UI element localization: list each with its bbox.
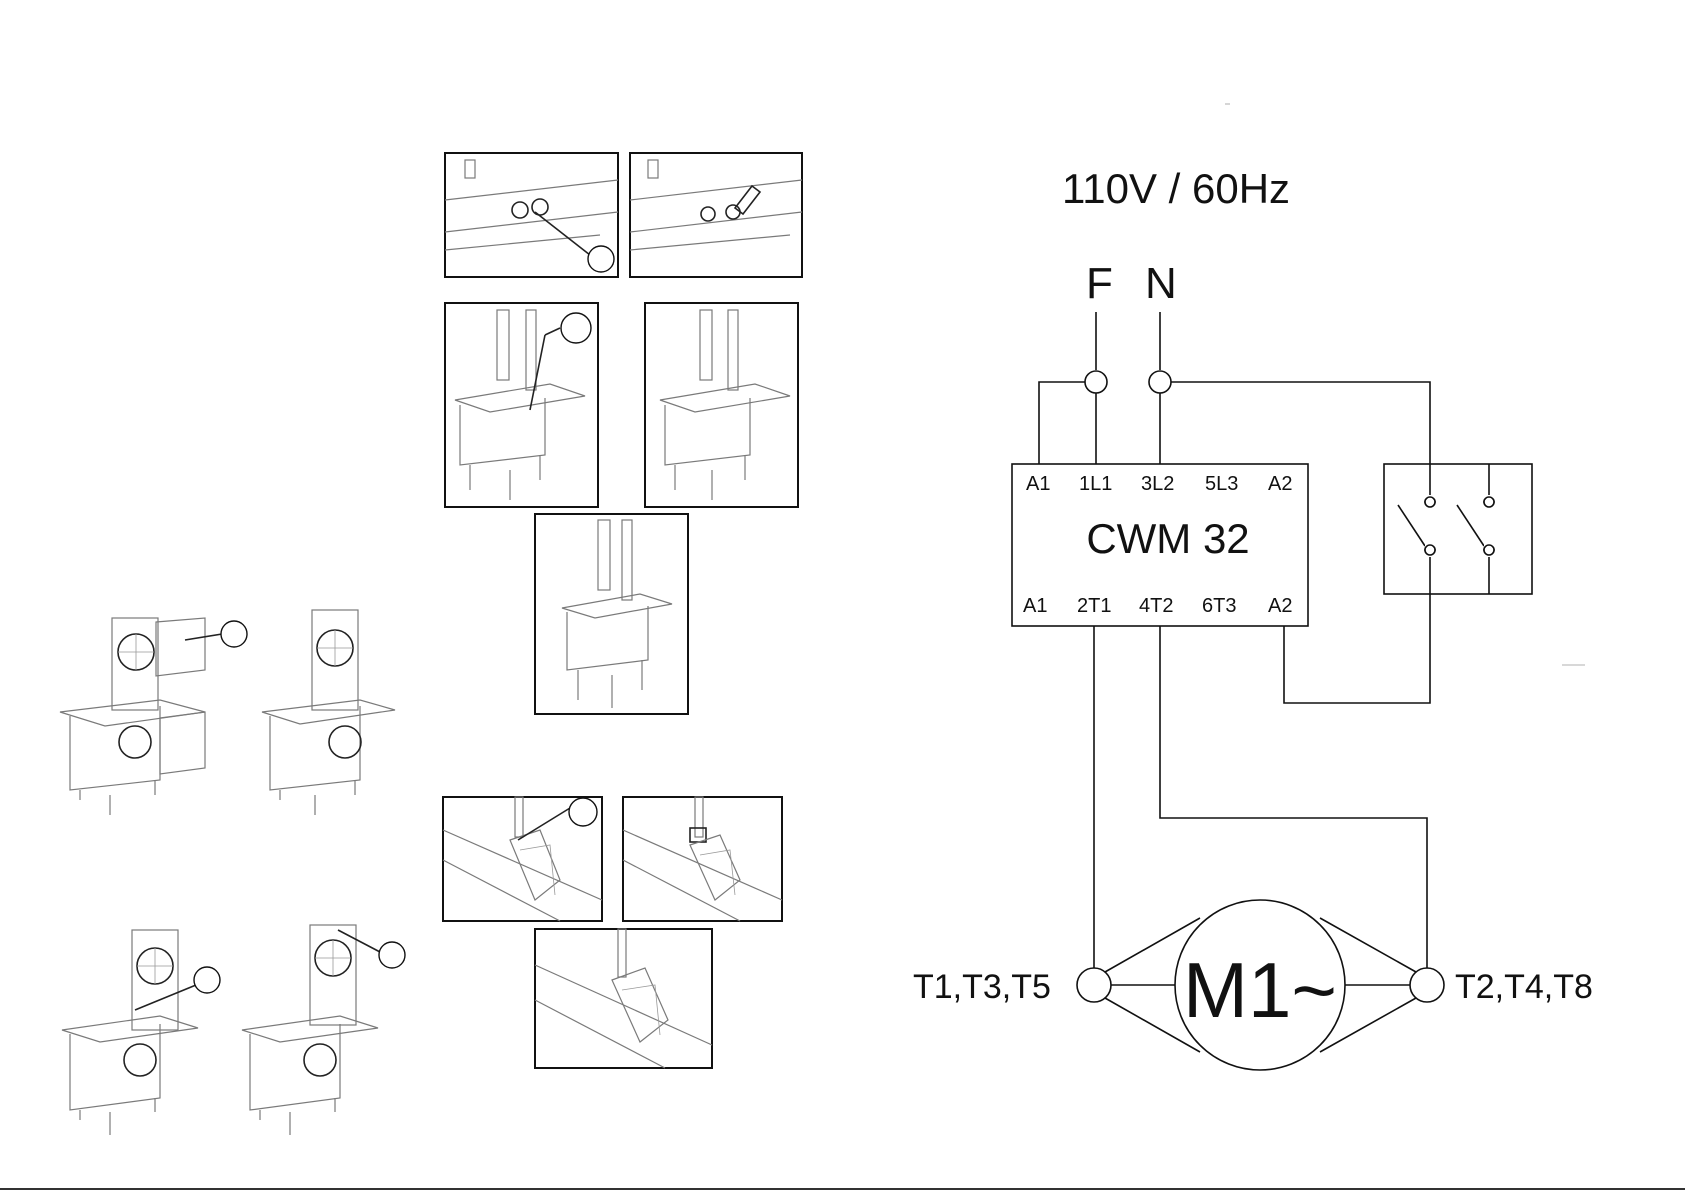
bandsaw-assembled-icon xyxy=(535,514,688,714)
top-terminal-1l1: 1L1 xyxy=(1079,473,1112,495)
contactor-top-terminals: A1 1L1 3L2 5L3 A2 xyxy=(1026,473,1292,495)
top-terminal-5l3: 5L3 xyxy=(1205,473,1238,495)
switch-feed-wire xyxy=(1171,382,1430,464)
phase-label: F xyxy=(1086,259,1113,308)
bottom-terminal-2t1: 2T1 xyxy=(1077,595,1111,617)
bandsaw-tension-icon xyxy=(242,925,405,1135)
contactor-bottom-terminals: A1 2T1 4T2 6T3 A2 xyxy=(1023,595,1292,617)
bandsaw-door-closed-icon xyxy=(262,610,395,815)
motor-right-terminals-label: T2,T4,T8 xyxy=(1455,968,1593,1006)
bottom-terminal-4t2: 4T2 xyxy=(1139,595,1173,617)
contactor-name: CWM 32 xyxy=(1086,515,1249,562)
bandsaw-blade-guard-icon xyxy=(62,930,220,1135)
motor-left-terminal xyxy=(1077,968,1111,1002)
blade-guide-lowered-icon xyxy=(623,797,782,921)
phase-terminal xyxy=(1085,371,1107,393)
neutral-label: N xyxy=(1145,259,1177,308)
top-terminal-a1: A1 xyxy=(1026,473,1050,495)
motor-left-terminals-label: T1,T3,T5 xyxy=(913,968,1051,1006)
voltage-label: 110V / 60Hz xyxy=(1062,165,1290,212)
neutral-terminal xyxy=(1149,371,1171,393)
blade-guide-detail-icon xyxy=(535,929,712,1068)
top-terminal-3l2: 3L2 xyxy=(1141,473,1174,495)
a2-return-wire xyxy=(1284,594,1430,703)
switch-icon xyxy=(1384,464,1532,594)
a1-wire xyxy=(1039,382,1085,464)
bandsaw-door-open-icon xyxy=(60,618,247,815)
bandsaw-table-icon xyxy=(445,303,598,507)
bottom-terminal-a2: A2 xyxy=(1268,595,1292,617)
motor-right-terminal xyxy=(1410,968,1444,1002)
bottom-terminal-6t3: 6T3 xyxy=(1202,595,1236,617)
bandsaw-table-removed-icon xyxy=(645,303,798,507)
motor-label: M1~ xyxy=(1183,946,1337,1034)
top-terminal-a2: A2 xyxy=(1268,473,1292,495)
switch-lever-closeup-icon xyxy=(630,153,802,277)
t2-wire xyxy=(1160,626,1427,968)
blade-guide-icon xyxy=(443,797,602,921)
wiring-diagram: 110V / 60Hz F N A1 1L1 3L2 5L3 A2 CWM 32… xyxy=(913,104,1593,1070)
switch-closeup-icon xyxy=(445,153,618,277)
bottom-terminal-a1: A1 xyxy=(1023,595,1047,617)
illustrations-panel xyxy=(60,153,802,1135)
